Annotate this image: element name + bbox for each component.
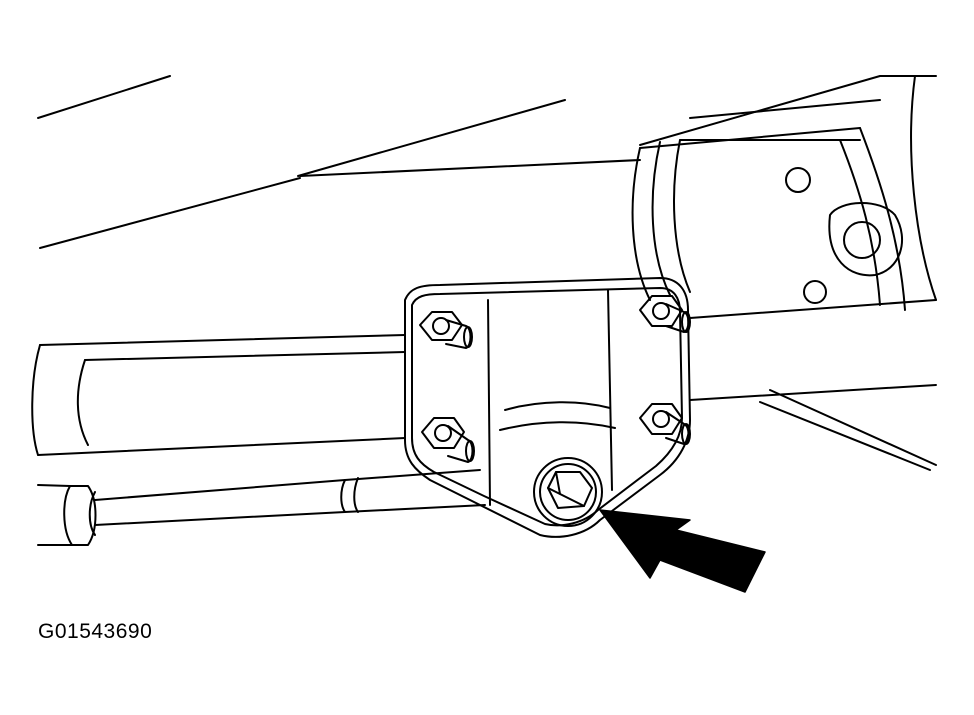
- nut-top-left: [419, 311, 473, 349]
- housing-upper-right-2: [689, 99, 881, 119]
- axle-tube-lower-left-2: [84, 351, 406, 361]
- cable-fitting-left: [63, 485, 97, 546]
- right-lower-diagonal-2: [759, 401, 931, 471]
- bracket-center-curve-2: [499, 421, 616, 431]
- bracket-plate-inner: [411, 287, 683, 527]
- diff-hole-small-1: [785, 167, 811, 193]
- collar-ring-inner: [651, 141, 671, 296]
- housing-line-top-2: [297, 99, 566, 177]
- drain-plug-bolt: [533, 457, 603, 527]
- figure-code: G01543690: [38, 620, 153, 643]
- cable-line-bottom: [94, 504, 486, 526]
- bracket-center-groove-left: [487, 299, 491, 506]
- collar-ring-outer: [631, 147, 651, 301]
- axle-tube-lower-left: [39, 334, 406, 346]
- right-tube-bottom: [689, 384, 937, 401]
- nut-bottom-left: [421, 417, 475, 463]
- diff-hole-small-2: [803, 280, 827, 304]
- housing-line-top-3: [39, 177, 301, 249]
- cable-end-line: [37, 484, 71, 487]
- collar-ring-band: [673, 139, 691, 293]
- bracket-plate-outer: [404, 277, 691, 538]
- diff-housing-inner: [839, 139, 881, 306]
- housing-line-top-1: [37, 75, 171, 119]
- housing-upper-right: [639, 75, 937, 146]
- collar-top: [639, 127, 861, 149]
- diff-housing-outline: [859, 127, 906, 311]
- right-tube-top: [689, 299, 937, 319]
- diff-housing-edge: [910, 75, 937, 301]
- bracket-center-curve: [504, 401, 611, 411]
- cable-fitting-ring: [88, 491, 96, 536]
- arrow-icon: [599, 509, 766, 593]
- axle-tube-bottom: [37, 437, 406, 456]
- axle-tube-top: [299, 159, 641, 177]
- cable-sleeve-2: [353, 477, 359, 513]
- diff-hole-ring: [828, 202, 904, 277]
- right-lower-diagonal: [769, 389, 937, 466]
- bracket-center-groove-right: [607, 289, 613, 491]
- nut-top-right: [639, 295, 691, 333]
- axle-tube-end-inner: [76, 359, 89, 446]
- nut-bottom-right: [639, 403, 691, 445]
- axle-tube-end-cap: [31, 344, 41, 456]
- diff-hole-large: [843, 221, 881, 259]
- cable-line-top: [94, 469, 481, 501]
- cable-sleeve: [340, 479, 346, 513]
